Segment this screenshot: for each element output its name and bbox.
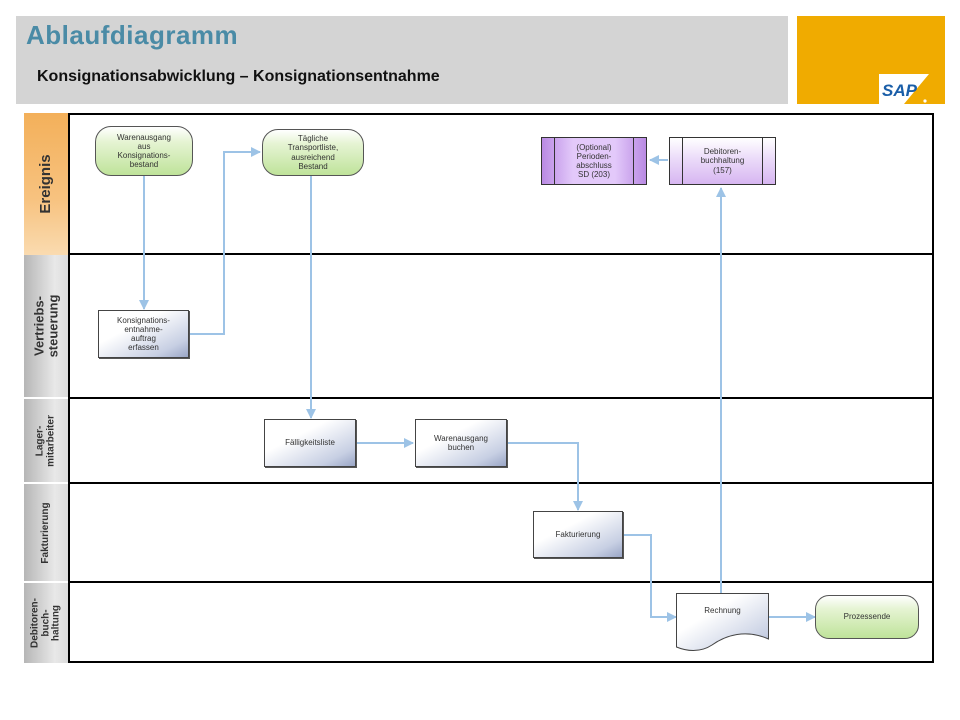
lane-label-vertriebssteuerung: Vertriebs- steuerung [24,255,70,397]
header-bar [16,16,788,104]
lane-area-vertriebssteuerung [68,253,934,399]
lane-area-debitorenbuchhaltung [68,581,934,663]
task-warenausgang-buchen[interactable]: Warenausgang buchen [415,419,507,467]
lane-label-debitorenbuchhaltung: Debitoren- buch- haltung [24,583,70,663]
subprocess-periodenabschluss[interactable]: (Optional) Perioden- abschluss SD (203) [541,137,647,185]
event-taegliche-transportliste[interactable]: Tägliche Transportliste, ausreichend Bes… [262,129,364,176]
node-label: Debitoren- buchhaltung (157) [700,147,745,175]
lane-label-lagermitarbeiter: Lager- mitarbeiter [24,399,70,482]
sap-logo: SAP [879,74,929,104]
task-auftrag-erfassen[interactable]: Konsignations- entnahme- auftrag erfasse… [98,310,189,358]
node-label: (Optional) Perioden- abschluss SD (203) [576,142,612,180]
logo-panel [797,16,945,104]
event-prozessende[interactable]: Prozessende [815,595,919,639]
node-label: Rechnung [704,606,741,615]
page-subtitle: Konsignationsabwicklung – Konsignationse… [37,68,440,85]
node-label: Fakturierung [555,529,601,539]
lane-label-text: Ereignis [37,154,55,214]
node-label: Warenausgang aus Konsignations- bestand [117,132,171,170]
lane-area-ereignis [68,113,934,255]
lane-label-fakturierung: Fakturierung [24,484,70,581]
page-title: Ablaufdiagramm [26,20,239,50]
subprocess-debitorenbuchhaltung[interactable]: Debitoren- buchhaltung (157) [669,137,776,185]
lane-area-fakturierung [68,482,934,583]
node-label: Fälligkeitsliste [285,438,335,448]
task-faelligkeitsliste[interactable]: Fälligkeitsliste [264,419,356,467]
node-label: Tägliche Transportliste, ausreichend Bes… [287,134,339,171]
svg-text:SAP: SAP [882,81,918,100]
lane-label-ereignis: Ereignis [24,113,70,255]
node-label: Prozessende [843,612,891,622]
document-shape [676,593,769,651]
task-fakturierung[interactable]: Fakturierung [533,511,623,558]
lane-label-text: Lager- mitarbeiter [34,414,57,467]
lane-label-text: Vertriebs- steuerung [31,294,60,358]
lane-label-text: Fakturierung [39,501,51,564]
node-label: Warenausgang buchen [434,433,488,452]
document-rechnung[interactable]: Rechnung [676,593,769,653]
node-label: Konsignations- entnahme- auftrag erfasse… [117,315,170,353]
event-warenausgang-konsignationsbestand[interactable]: Warenausgang aus Konsignations- bestand [95,126,193,176]
lane-label-text: Debitoren- buch- haltung [29,598,62,648]
